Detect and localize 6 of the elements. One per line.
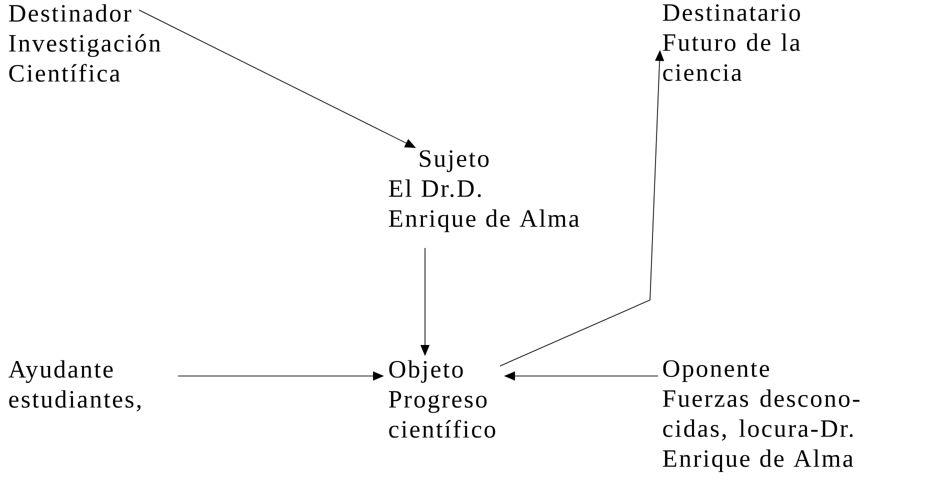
helper-text: Ayudante estudiantes, [8,360,140,412]
opponent-text: Oponente Fuerzas descono- cidas, locura-Dr. Enrique de Alma [662,360,860,472]
sender-text: Destinador Investigación Científica [8,4,161,82]
subject-text: Sujeto El Dr.D. Enrique de Alma [388,150,580,232]
object-text: Objeto Progreso científico [388,360,496,438]
receiver-text: Destinatario Futuro de la ciencia [662,4,800,81]
